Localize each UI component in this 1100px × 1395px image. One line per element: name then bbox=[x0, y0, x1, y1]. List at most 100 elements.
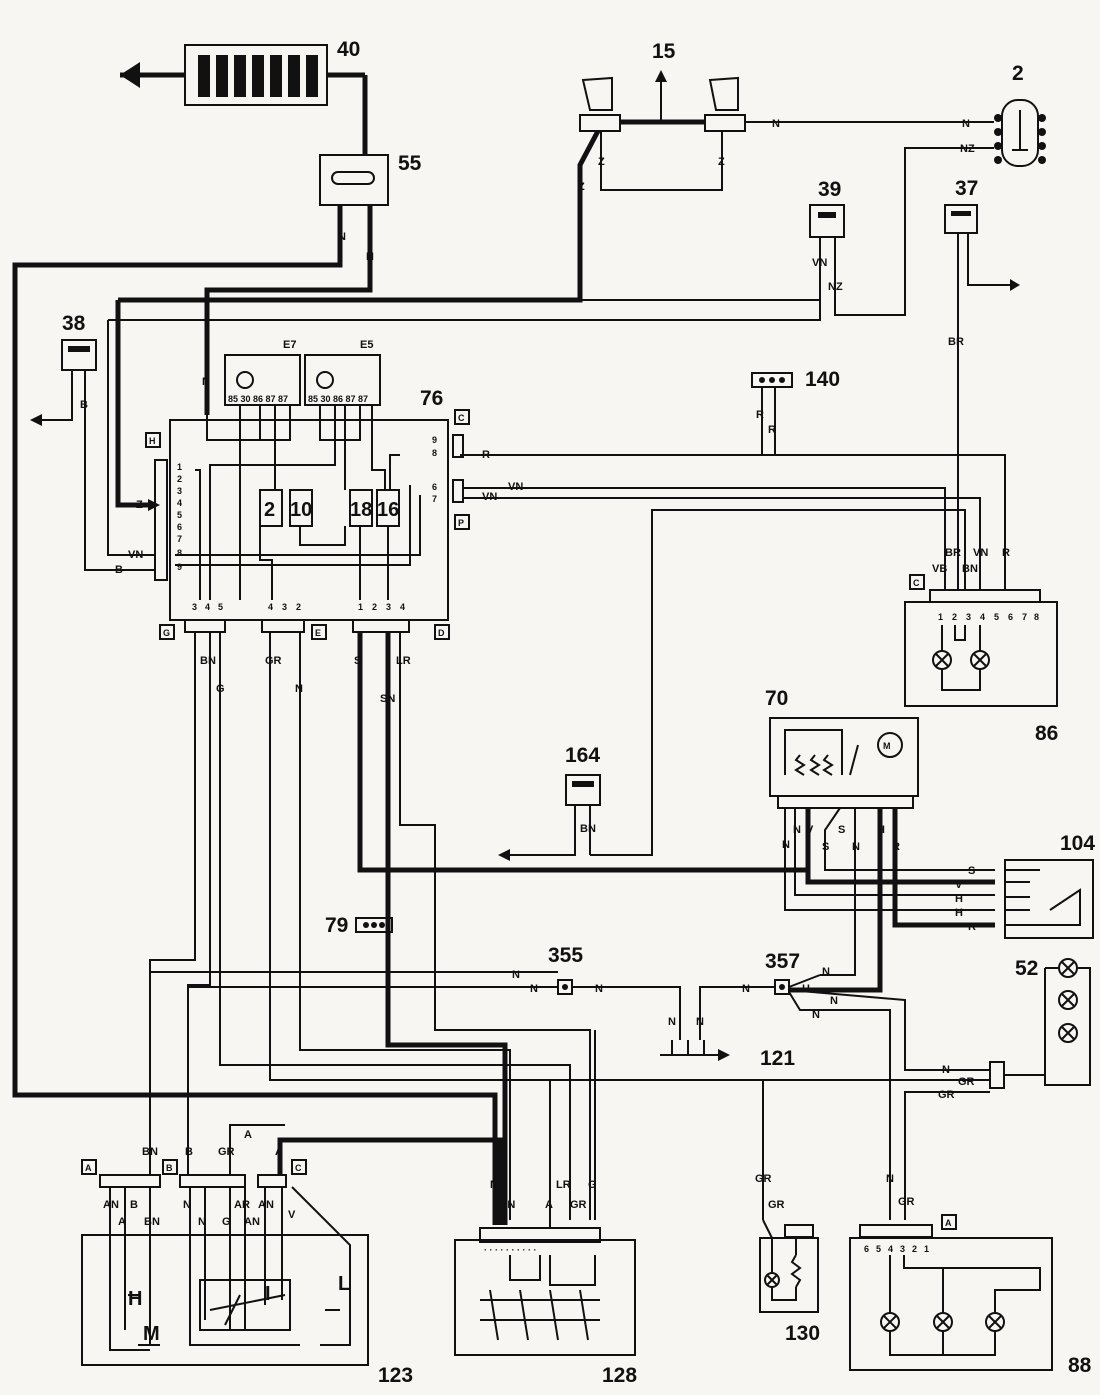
label-355: 355 bbox=[548, 944, 583, 967]
wire-label-a-123: A bbox=[118, 1216, 126, 1228]
pin-86-2: 2 bbox=[952, 612, 957, 622]
connector-h: H bbox=[149, 436, 156, 446]
pin-h-9: 9 bbox=[177, 562, 182, 572]
wire-label-sn-76: SN bbox=[380, 693, 395, 705]
label-40: 40 bbox=[337, 38, 360, 61]
label-2: 2 bbox=[1012, 62, 1024, 85]
component-164: 164 BN bbox=[565, 744, 601, 835]
switch-label-i: I bbox=[265, 1283, 271, 1305]
lamp-icon bbox=[933, 1312, 953, 1332]
label-123: 123 bbox=[378, 1364, 413, 1387]
wire-label-bn-123: BN bbox=[142, 1146, 158, 1158]
wire-label-b-123: B bbox=[130, 1199, 138, 1211]
pin-c-9: 9 bbox=[432, 435, 437, 445]
wire-label-r-76: R bbox=[482, 449, 490, 461]
label-104: 104 bbox=[1060, 832, 1095, 855]
pin-g-5: 5 bbox=[218, 602, 223, 612]
pin-88-3: 3 bbox=[900, 1244, 905, 1254]
pin-86-3: 3 bbox=[966, 612, 971, 622]
component-86: 1 2 3 4 5 6 7 8 C 86 VB BR BN VN R bbox=[904, 547, 1058, 745]
wire-label-h-104b: H bbox=[955, 907, 963, 919]
fuse-18: 18 bbox=[350, 499, 372, 521]
wire-label-ar-123: AR bbox=[234, 1199, 250, 1211]
wire-label-s-70b: S bbox=[838, 824, 845, 836]
connector-b-123: B bbox=[166, 1163, 173, 1173]
pin-88-4: 4 bbox=[888, 1244, 893, 1254]
heater-grid-icon bbox=[198, 55, 318, 97]
label-88: 88 bbox=[1068, 1354, 1092, 1377]
label-140: 140 bbox=[805, 368, 840, 391]
wire-label-z-76: Z bbox=[136, 499, 143, 511]
wire-label-gr-88: GR bbox=[898, 1196, 915, 1208]
relay-e5 bbox=[304, 354, 381, 406]
label-128: 128 bbox=[602, 1364, 637, 1387]
lamp-icon bbox=[880, 1312, 900, 1332]
wire-label-gr-76: GR bbox=[265, 655, 282, 667]
wire-label-b-123c: B bbox=[185, 1146, 193, 1158]
label-121: 121 bbox=[760, 1047, 795, 1070]
label-357: 357 bbox=[765, 950, 800, 973]
component-37: 37 BR bbox=[944, 177, 978, 348]
component-70: 70 M bbox=[765, 687, 919, 809]
switch-label-h: H bbox=[128, 1288, 142, 1310]
pin-g-3: 3 bbox=[192, 602, 197, 612]
wire-label-gr-52a: GR bbox=[958, 1076, 975, 1088]
wire-label-a-123b: A bbox=[244, 1129, 252, 1141]
wire-label-n-70a: N bbox=[782, 839, 790, 851]
pin-h-5: 5 bbox=[177, 510, 182, 520]
wire-label-v-70: V bbox=[806, 824, 814, 836]
wire-label-lr-76: LR bbox=[396, 655, 411, 667]
wire-label-bn-123b: BN bbox=[144, 1216, 160, 1228]
component-140: 140 R R bbox=[751, 368, 840, 436]
connector-c-86: C bbox=[913, 578, 920, 588]
pin-h-1: 1 bbox=[177, 462, 182, 472]
wire-label-h-357: H bbox=[802, 983, 810, 995]
wire-label-n-88: N bbox=[886, 1173, 894, 1185]
component-123: A B C I L H M 123 BN AN A B BN B N N GR … bbox=[81, 1129, 413, 1387]
pin-86-4: 4 bbox=[980, 612, 985, 622]
component-15: 15 Z Z Z bbox=[578, 40, 746, 193]
wire-label-n-2a: N bbox=[772, 118, 780, 130]
fuse-16: 16 bbox=[377, 499, 399, 521]
lamp-icon bbox=[985, 1312, 1005, 1332]
wire-label-n-357c: N bbox=[830, 995, 838, 1007]
pin-h-8: 8 bbox=[177, 548, 182, 558]
pin-h-7: 7 bbox=[177, 534, 182, 544]
pin-88-1: 1 bbox=[924, 1244, 929, 1254]
wire-label-s-76: S bbox=[354, 655, 361, 667]
label-164: 164 bbox=[565, 744, 600, 767]
wire-label-bn-76: BN bbox=[200, 655, 216, 667]
wire-label-n-76: N bbox=[202, 376, 210, 388]
connector-c-123: C bbox=[295, 1163, 302, 1173]
wire-label-n-2: N bbox=[962, 118, 970, 130]
wire-label-r-140a: R bbox=[756, 409, 764, 421]
wire-label-n-355c: N bbox=[595, 983, 603, 995]
wire-label-h-104a: H bbox=[955, 893, 963, 905]
wire-label-an-123c: AN bbox=[258, 1199, 274, 1211]
wire-label-vb-86: VB bbox=[932, 563, 947, 575]
component-88: A 6 5 4 3 2 1 88 N GR bbox=[849, 1173, 1092, 1377]
connector-c-76: C bbox=[458, 413, 465, 423]
pin-88-5: 5 bbox=[876, 1244, 881, 1254]
pin-h-6: 6 bbox=[177, 522, 182, 532]
pin-e-4: 4 bbox=[268, 602, 273, 612]
pin-c-8: 8 bbox=[432, 448, 437, 458]
wire-label-bn-164: BN bbox=[580, 823, 596, 835]
wire-label-vn-76b: VN bbox=[482, 491, 497, 503]
wire-label-lr-128: LR bbox=[556, 1179, 571, 1191]
wire-label-r-70: R bbox=[892, 841, 900, 853]
wire-label-b-38b: B bbox=[115, 564, 123, 576]
pin-h-2: 2 bbox=[177, 474, 182, 484]
wire-label-r-140b: R bbox=[768, 424, 776, 436]
label-38: 38 bbox=[62, 312, 86, 335]
label-70: 70 bbox=[765, 687, 788, 710]
wire-label-n-355a: N bbox=[512, 969, 520, 981]
wire-label-n-76b: N bbox=[295, 683, 303, 695]
connector-p: P bbox=[458, 518, 464, 528]
lamp-icon bbox=[932, 650, 952, 670]
pin-p-6: 6 bbox=[432, 482, 437, 492]
wire-label-v-123: V bbox=[288, 1209, 296, 1221]
component-130: 130 GR GR bbox=[755, 1173, 820, 1345]
wire-label-s-70a: S bbox=[822, 841, 829, 853]
